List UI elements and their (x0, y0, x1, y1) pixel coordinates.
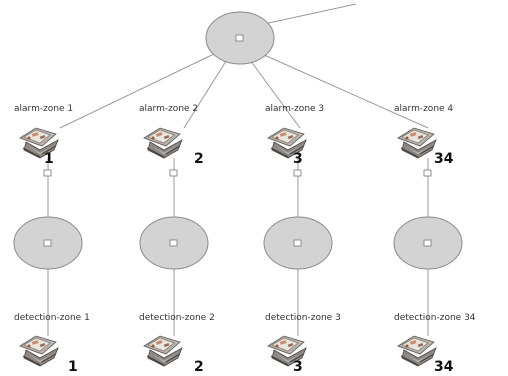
edge-root-az3 (249, 59, 301, 129)
connector-icon (293, 169, 302, 177)
detection-device-icon (143, 335, 183, 367)
alarm-zone-label: alarm-zone 3 (265, 104, 324, 114)
edge-root-az4 (261, 53, 429, 129)
alarm-device-icon (143, 127, 183, 159)
detection-zone-label: detection-zone 1 (14, 313, 90, 323)
zone-hub-node-3[interactable] (263, 216, 333, 270)
alarm-zone-node-2[interactable]: alarm-zone 2 2 (139, 104, 204, 167)
alarm-zone-node-3[interactable]: alarm-zone 3 3 (265, 104, 324, 167)
alarm-zone-label: alarm-zone 4 (394, 104, 453, 114)
alarm-zone-node-4[interactable]: alarm-zone 4 34 (394, 104, 454, 167)
hub-marker-icon (169, 239, 178, 247)
edges (47, 3, 429, 336)
zone-hub-node-4[interactable] (393, 216, 463, 270)
detection-zone-number: 2 (194, 359, 204, 375)
connector-icon (169, 169, 178, 177)
detection-zone-label: detection-zone 34 (394, 313, 476, 323)
detection-zone-node-4[interactable]: detection-zone 34 34 (394, 313, 476, 375)
hub-marker-icon (423, 239, 432, 247)
zone-hub-node-2[interactable] (139, 216, 209, 270)
hub-marker-icon (235, 34, 244, 42)
alarm-zone-number: 3 (293, 151, 303, 167)
detection-zone-node-1[interactable]: detection-zone 1 1 (14, 313, 90, 375)
alarm-zone-label: alarm-zone 2 (139, 104, 198, 114)
edge-root-az1 (59, 51, 219, 129)
alarm-zone-number: 1 (44, 151, 54, 167)
edge-root-out (263, 3, 357, 25)
alarm-zone-label: alarm-zone 1 (14, 104, 73, 114)
alarm-device-icon (397, 127, 437, 159)
hub-marker-icon (43, 239, 52, 247)
detection-zone-label: detection-zone 2 (139, 313, 215, 323)
detection-zone-number: 3 (293, 359, 303, 375)
detection-zone-node-2[interactable]: detection-zone 2 2 (139, 313, 215, 375)
detection-zone-label: detection-zone 3 (265, 313, 341, 323)
detection-zone-node-3[interactable]: detection-zone 3 3 (265, 313, 341, 375)
root-hub-node[interactable] (205, 11, 275, 65)
connector-icon (423, 169, 432, 177)
detection-zone-number: 34 (434, 359, 454, 375)
connector-icon (43, 169, 52, 177)
alarm-zone-node-1[interactable]: alarm-zone 1 1 (14, 104, 73, 167)
zone-hub-node-1[interactable] (13, 216, 83, 270)
hub-marker-icon (293, 239, 302, 247)
detection-zone-number: 1 (68, 359, 78, 375)
edge-root-az2 (183, 57, 229, 129)
detection-device-icon (19, 335, 59, 367)
detection-device-icon (397, 335, 437, 367)
alarm-zone-number: 34 (434, 151, 454, 167)
alarm-zone-number: 2 (194, 151, 204, 167)
